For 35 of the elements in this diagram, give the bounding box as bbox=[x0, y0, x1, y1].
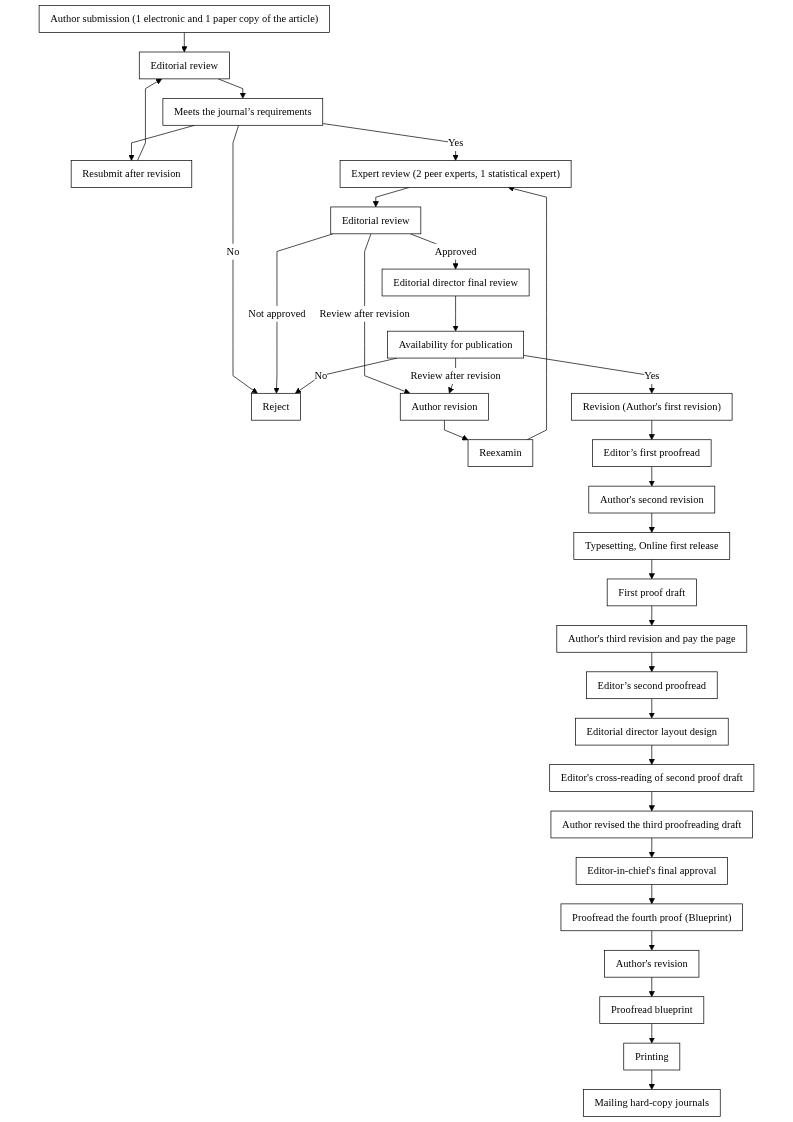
node-box: Reexamin bbox=[467, 439, 534, 467]
node-box: Editorial director layout design bbox=[575, 717, 729, 746]
node-box: First proof draft bbox=[606, 578, 697, 607]
node-box: Typesetting, Online first release bbox=[573, 532, 731, 560]
node-box: Editorial director final review bbox=[381, 268, 530, 297]
node-box: Author's second revision bbox=[588, 485, 716, 514]
node-box: Editor-in-chief's final approval bbox=[575, 857, 728, 885]
edge-label: Yes bbox=[644, 369, 660, 382]
node-box: Author revision bbox=[399, 392, 489, 421]
node-box: Author's third revision and pay the page bbox=[556, 625, 748, 653]
node-box: Editorial review bbox=[138, 51, 230, 80]
edge-label: Review after revision bbox=[410, 369, 501, 382]
node-box: Editor's cross-reading of second proof draft bbox=[549, 764, 755, 792]
node-box: Resubmit after revision bbox=[70, 160, 193, 188]
edge-label: Not approved bbox=[248, 307, 306, 319]
node-box: Editor’s second proofread bbox=[586, 671, 718, 700]
node-box: Meets the journal’s requirements bbox=[162, 98, 324, 126]
node-box: Author submission (1 electronic and 1 paper copy of the article) bbox=[38, 5, 330, 33]
edge-label: Yes bbox=[447, 137, 464, 149]
node-box: Proofread blueprint bbox=[599, 996, 705, 1024]
node-box: Author revised the third proofreading draft bbox=[550, 810, 753, 839]
edge-label: Review after revision bbox=[319, 307, 410, 319]
node-box: Availability for publication bbox=[387, 330, 524, 359]
node-box: Revision (Author's first revision) bbox=[571, 392, 733, 421]
node-box: Proofread the fourth proof (Blueprint) bbox=[560, 903, 743, 932]
node-box: Printing bbox=[623, 1042, 681, 1071]
node-box: Expert review (2 peer experts, 1 statistical expert) bbox=[339, 160, 572, 188]
node-box: Reject bbox=[251, 392, 301, 421]
node-box: Editor’s first proofread bbox=[592, 439, 712, 467]
node-box: Author's revision bbox=[604, 949, 700, 978]
edge-label: Approved bbox=[434, 245, 477, 257]
edge-label: No bbox=[226, 245, 240, 257]
edge-label: No bbox=[314, 369, 328, 382]
node-box: Editorial review bbox=[330, 206, 422, 235]
node-box: Mailing hard-copy journals bbox=[583, 1089, 721, 1117]
